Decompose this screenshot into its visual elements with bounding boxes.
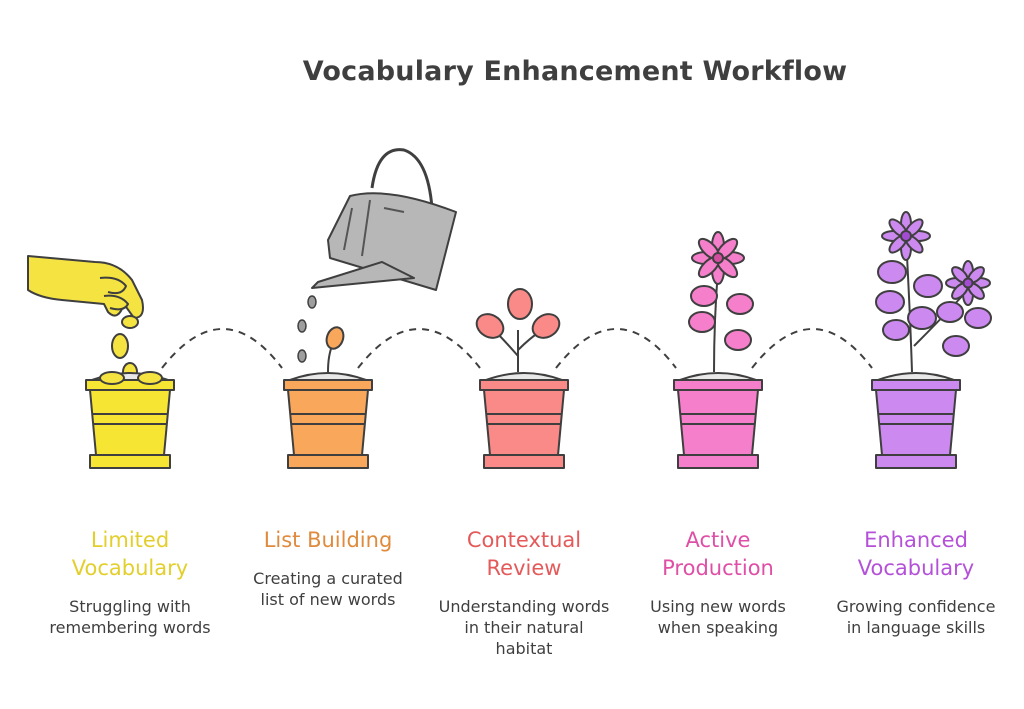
step-2-description: Creating a curated list of new words: [228, 568, 428, 610]
hand-icon: [27, 255, 144, 329]
step-label-line: Limited: [90, 528, 170, 552]
step-label-line: Production: [662, 556, 774, 580]
step-description-line: in their natural: [464, 618, 584, 637]
step-description-line: Using new words: [650, 597, 786, 616]
arc-1-2: [161, 328, 283, 369]
step-description-line: Struggling with: [69, 597, 191, 616]
step-3-description: Understanding words in their natural habit…: [424, 596, 624, 659]
seeds-in-pot: [99, 371, 163, 385]
arc-4-5: [751, 328, 873, 369]
flower-pot-3: [479, 372, 569, 469]
watering-can-icon: [311, 148, 457, 291]
water-drops: [297, 295, 317, 363]
step-4-description: Using new words when speaking: [618, 596, 818, 638]
purple-flower-icon: [945, 260, 991, 306]
step-description-line: remembering words: [49, 618, 211, 637]
step-label-line: Enhanced: [864, 528, 968, 552]
step-description-line: list of new words: [260, 590, 396, 609]
pink-flower-icon: [691, 231, 745, 285]
step-description-line: Growing confidence: [836, 597, 996, 616]
sprout-icon: [325, 326, 345, 373]
flower-pot-2: [283, 372, 373, 469]
step-label-line: Contextual: [466, 528, 582, 552]
step-description-line: habitat: [495, 639, 553, 658]
step-2-label: List Building: [233, 526, 423, 554]
leafy-plant-icon: [475, 288, 561, 372]
step-description-line: when speaking: [657, 618, 779, 637]
purple-flower-icon: [881, 211, 931, 261]
pots-group: [85, 372, 961, 469]
flowering-plant-icon: [688, 231, 754, 373]
diagram-title: Vocabulary Enhancement Workflow: [302, 56, 848, 87]
step-description-line: in language skills: [846, 618, 986, 637]
step-label-line: Review: [486, 556, 562, 580]
step-label-line: Vocabulary: [857, 556, 975, 580]
arc-3-4: [555, 328, 677, 369]
arc-2-3: [357, 328, 481, 369]
step-label-line: Active: [685, 528, 751, 552]
step-label-line: Vocabulary: [71, 556, 189, 580]
flower-pot-5: [871, 372, 961, 469]
flowering-bush-icon: [875, 211, 992, 373]
step-description-line: Creating a curated: [253, 569, 403, 588]
step-description-line: Understanding words: [438, 597, 610, 616]
step-5-description: Growing confidence in language skills: [816, 596, 1016, 638]
step-label-line: List Building: [263, 528, 393, 552]
step-1-description: Struggling with remembering words: [30, 596, 230, 638]
flower-pot-4: [673, 372, 763, 469]
flower-pot-1: [85, 372, 175, 469]
